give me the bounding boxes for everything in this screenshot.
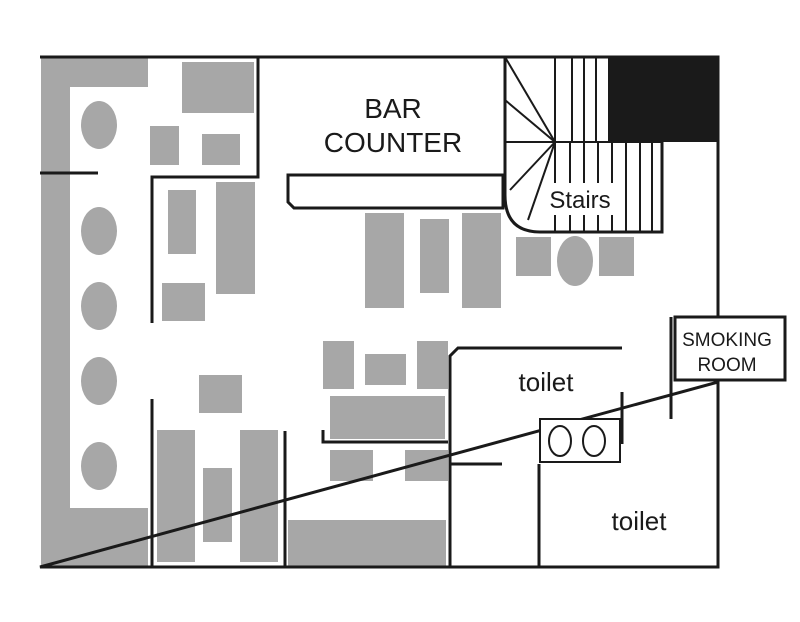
stairs-label-bg [543, 183, 617, 215]
sink-counter [539, 418, 621, 463]
round-table [557, 236, 593, 286]
sofa [182, 62, 254, 113]
sofa [157, 430, 195, 562]
round-stool [81, 282, 117, 330]
round-stool [81, 101, 117, 149]
table [168, 190, 196, 254]
chair [599, 237, 634, 276]
sofa [240, 430, 278, 562]
chair [150, 126, 179, 165]
bottom-bench [288, 520, 446, 566]
smoking-room [673, 315, 787, 382]
sink-basin [582, 425, 606, 457]
sofa [216, 182, 255, 294]
smoking-room-label: ROOM [697, 355, 756, 376]
chair [516, 237, 551, 276]
bar-counter [286, 173, 505, 210]
black-block [608, 57, 718, 142]
chair [330, 450, 373, 481]
round-stool [81, 442, 117, 490]
sink-basin [548, 425, 572, 457]
bar-counter-label: COUNTER [324, 127, 462, 158]
round-stool [81, 357, 117, 405]
toilet-label: toilet [519, 367, 575, 397]
bar-counter-label: BAR [364, 93, 422, 124]
table [365, 354, 406, 385]
sofa [462, 213, 501, 308]
sofa [365, 213, 404, 308]
furniture-group [41, 58, 634, 566]
table [203, 468, 232, 542]
toilet-label: toilet [612, 506, 668, 536]
chair [162, 283, 205, 321]
chair [199, 375, 242, 413]
smoking-room-label: SMOKING [682, 330, 772, 351]
stairs-label: Stairs [549, 187, 610, 214]
chair [323, 341, 354, 389]
toilet-wall [448, 346, 622, 567]
table [420, 219, 449, 293]
round-stool [81, 207, 117, 255]
sofa [330, 396, 445, 439]
left-bench [41, 58, 148, 566]
partition-wall [150, 57, 260, 323]
chair [417, 341, 448, 389]
table [202, 134, 240, 165]
partition-wall [321, 430, 448, 444]
